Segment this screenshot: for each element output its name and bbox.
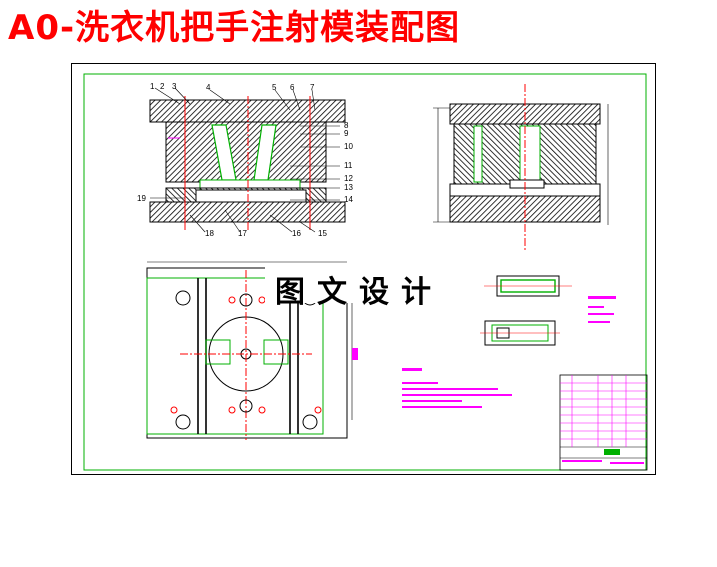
drawing-title: A0-洗衣机把手注射模装配图 [8,8,461,48]
side-section-view [433,84,609,250]
watermark-backing [265,263,450,303]
callout-17: 17 [238,229,247,238]
watermark-text: 图文设计 [275,275,443,310]
callout-9: 9 [344,129,349,138]
callout-11: 11 [344,161,353,170]
callout-7: 7 [310,83,315,92]
plan-view [146,261,358,440]
callout-14: 14 [344,195,353,204]
main-section-view [149,87,346,233]
callout-6: 6 [290,83,295,92]
callout-5: 5 [272,83,277,92]
callout-16: 16 [292,229,301,238]
part-views [480,275,572,346]
callout-19: 19 [137,194,146,203]
callout-15: 15 [318,229,327,238]
callout-3: 3 [172,82,177,91]
technical-notes [402,296,616,408]
callout-10: 10 [344,142,353,151]
title-block [559,374,648,471]
callout-2: 2 [160,82,165,91]
callout-8: 8 [344,121,349,130]
callout-1: 1 [150,82,155,91]
callout-18: 18 [205,229,214,238]
callout-12: 12 [344,174,353,183]
callout-13: 13 [344,183,353,192]
callout-4: 4 [206,83,211,92]
inner-frame [83,73,647,471]
